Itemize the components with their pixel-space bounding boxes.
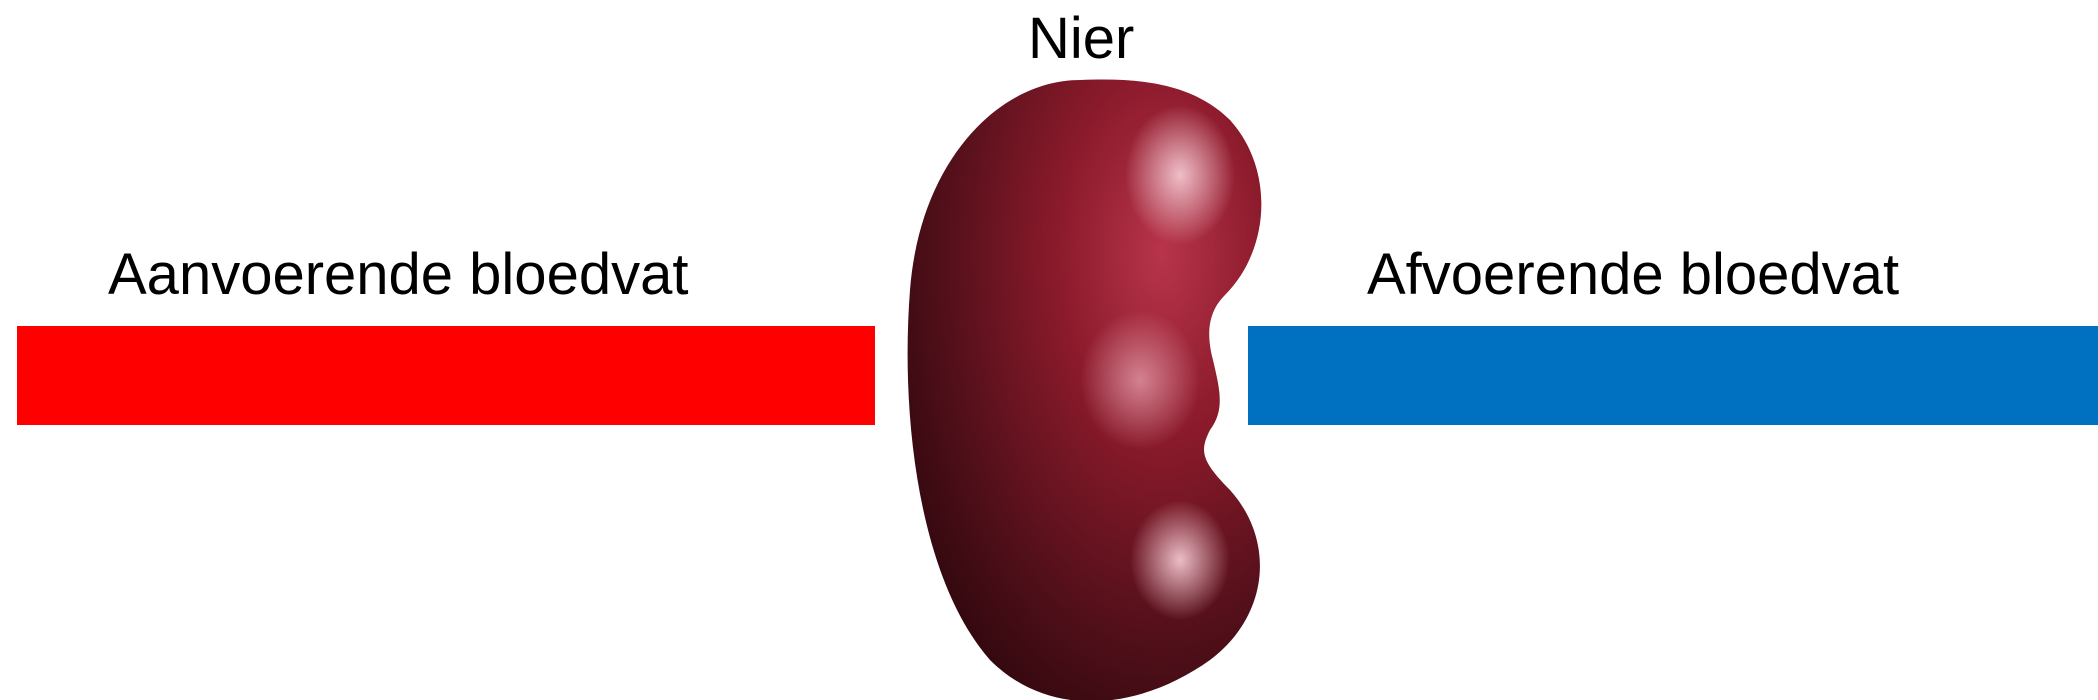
outgoing-blood-vessel — [1248, 326, 2098, 425]
kidney-icon — [880, 60, 1280, 700]
incoming-blood-vessel — [17, 326, 875, 425]
outgoing-vessel-label: Afvoerende bloedvat — [1367, 246, 1899, 304]
incoming-vessel-label: Aanvoerende bloedvat — [108, 246, 688, 304]
